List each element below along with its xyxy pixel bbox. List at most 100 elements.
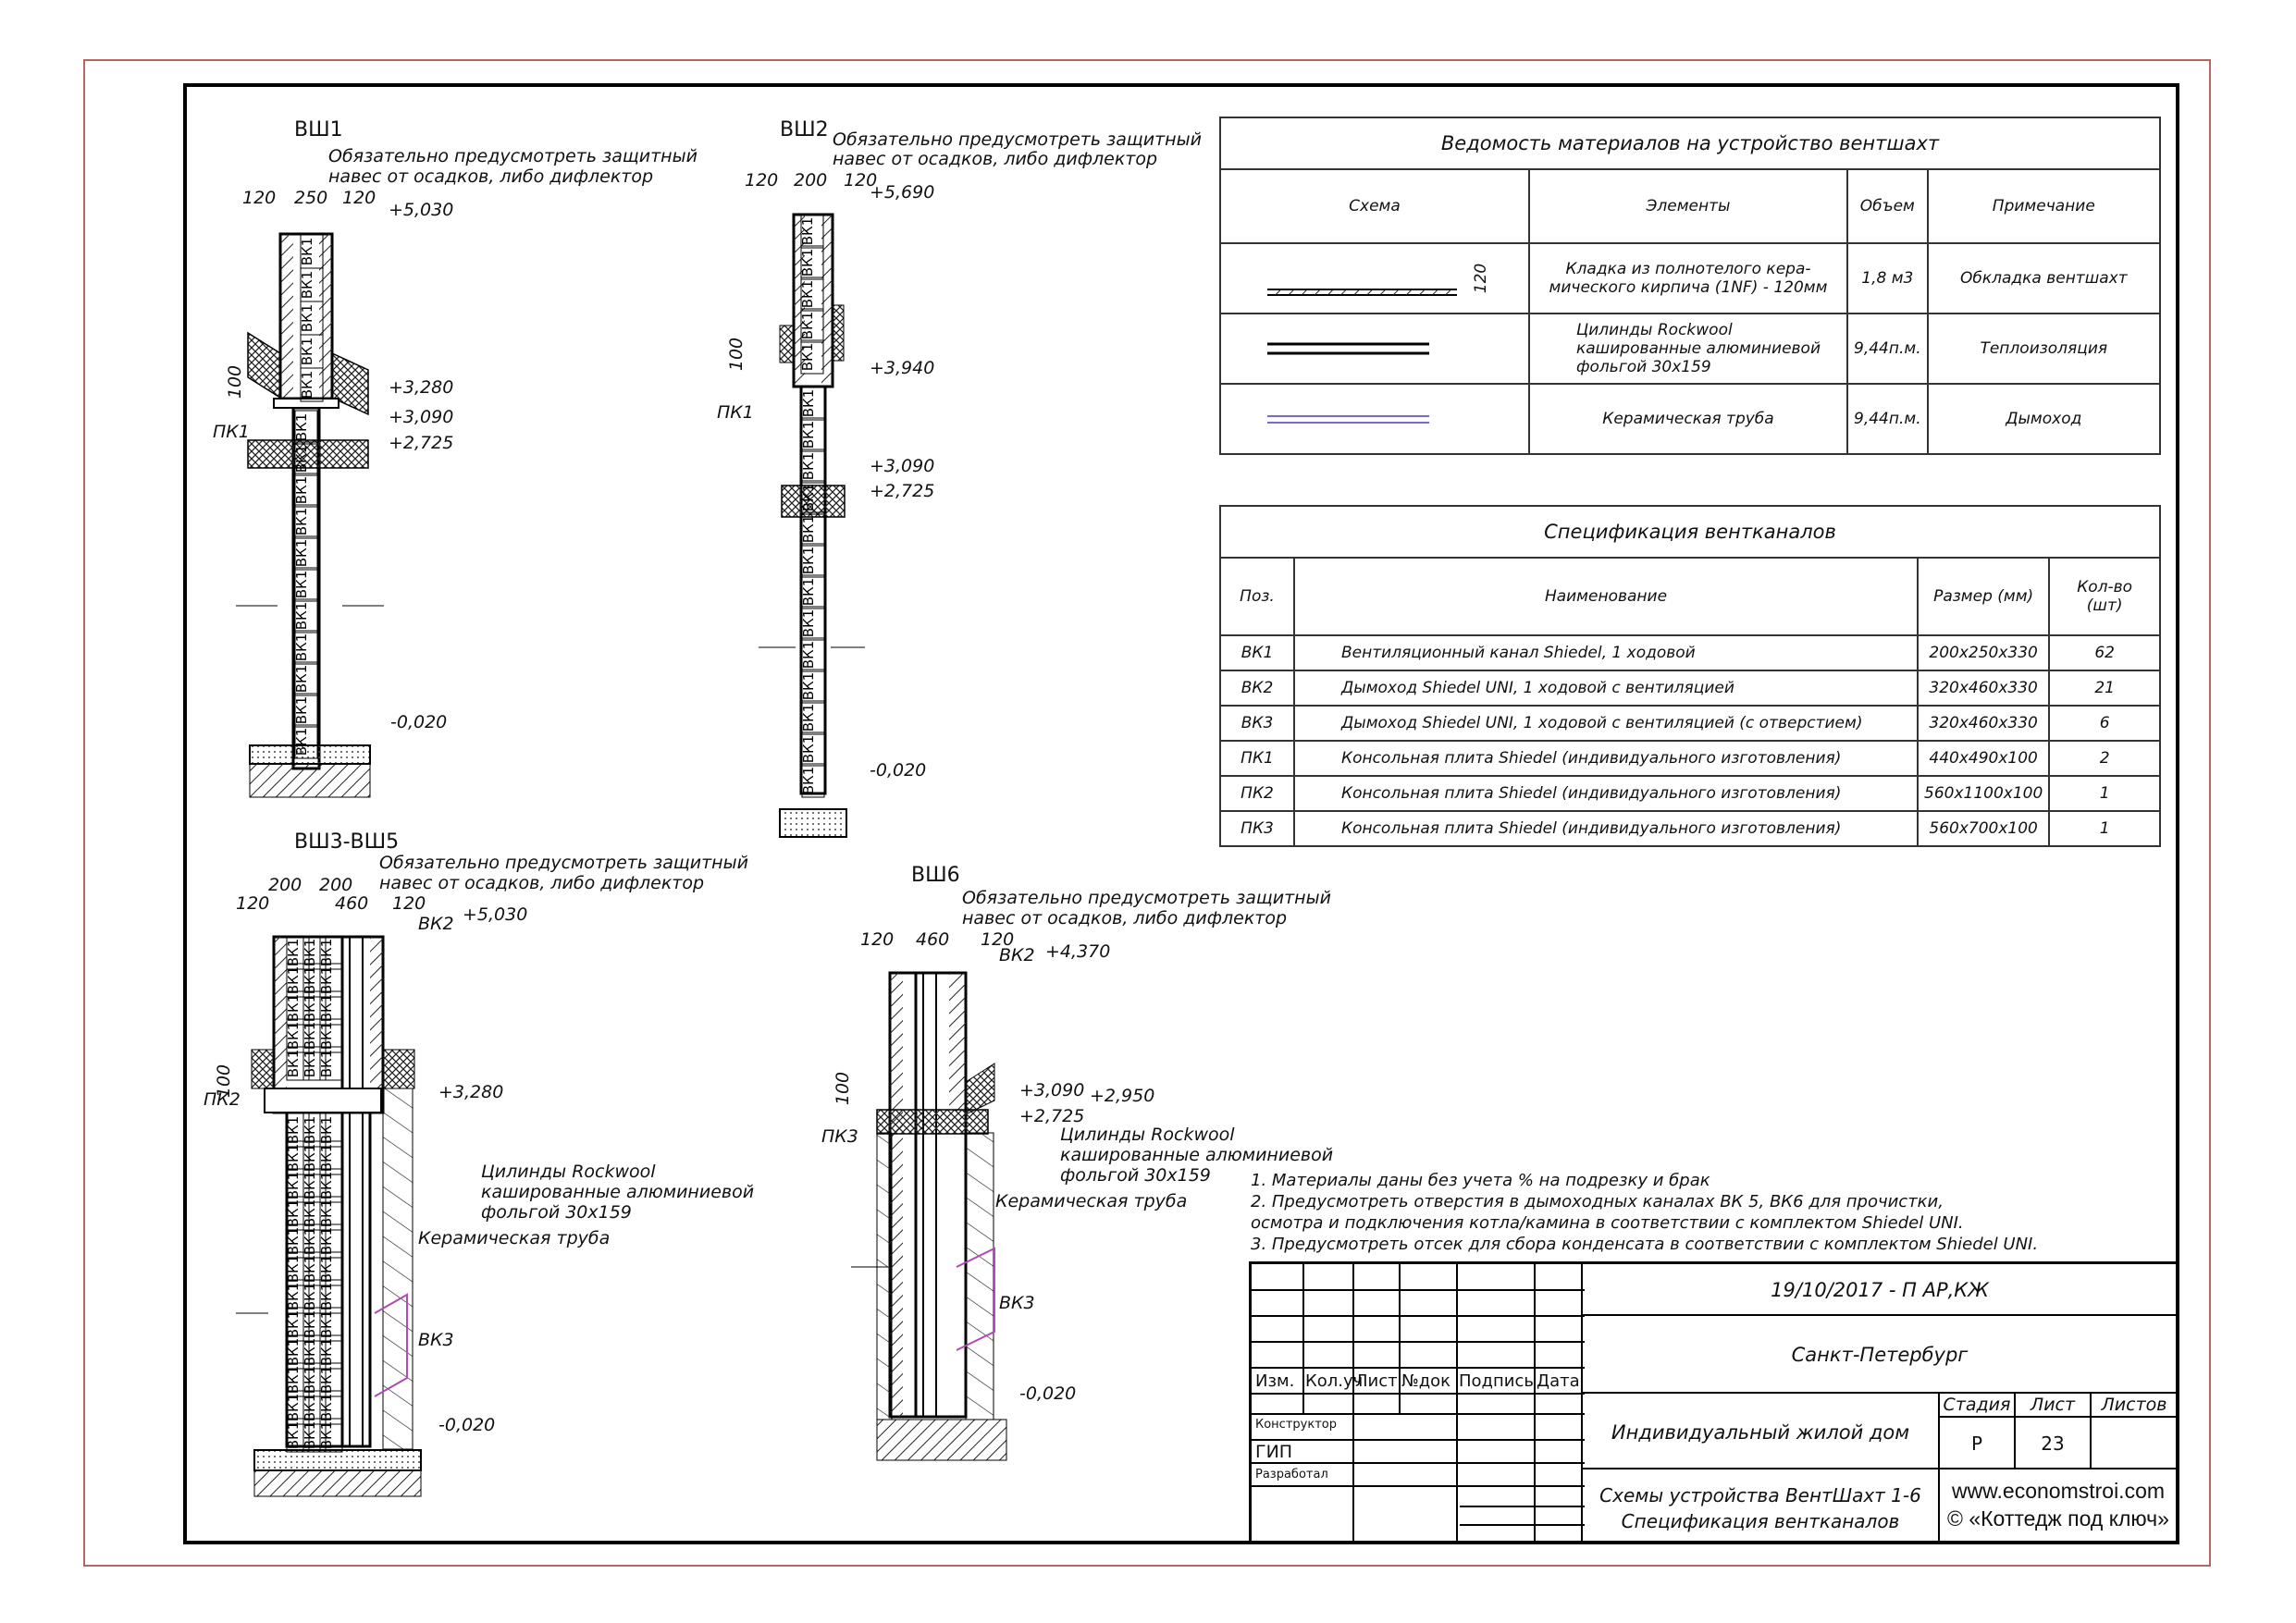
vsh35-title: ВШ3-ВШ5 [294,830,400,854]
materials-row-0-scheme: 120 [1219,242,1530,314]
vsh1-level-0: +5,030 [389,200,454,220]
vsh35-lower-2-brick-label-2: ВК1 [318,1172,335,1199]
stamp-code: 19/10/2017 - П АР,КЖ [1771,1279,1989,1301]
vsh35-upper-2-brick-cell [319,963,343,998]
vsh35-lower-2-brick-cell [319,1334,343,1370]
vsh35-lower-1-brick-label-10: ВК1 [302,1394,318,1421]
note-1: 1. Материалы даны без учета % на подрезк… [1251,1171,1710,1190]
vsh35-lower-2-brick-label-3: ВК1 [318,1199,335,1227]
stamp-sheet-label-cell: Лист [2016,1394,2092,1418]
materials-row-2-scheme [1219,383,1530,455]
vsh35-lower-1-brick-label-0: ВК1 [302,1116,318,1144]
vsh35-lower-2-brick-cell [319,1140,343,1175]
vsh35-drawing [236,935,422,1497]
vsh35-lower-0-brick-cell [286,1113,310,1148]
vsh2-lower-brick-label-6: ВК1 [800,578,817,606]
vsh35-upper-0-brick-label-0: ВК1 [285,939,302,966]
vsh1-lower-brick-label-9: ВК1 [293,696,310,724]
vsh35-lower-1-brick-cell [302,1390,327,1425]
vsh35-lower-2-brick-label-9: ВК1 [318,1366,335,1394]
vsh6-tag-vk2: ВК2 [999,945,1035,965]
vsh35-lower-0-brick-label-3: ВК1 [285,1199,302,1227]
spec-row-5-name: Консольная плита Shiedel (индивидуальног… [1293,810,1919,847]
vsh35-lower-2-brick-cell [319,1251,343,1286]
vsh1-lower-brick-cell [294,441,318,476]
vsh2-lower-brick-cell [801,637,825,672]
vsh35-lower-1-brick-cell [302,1251,327,1286]
vsh35-lower-0-brick-cell [286,1279,310,1314]
materials-table: Ведомость материалов на устройство вентш… [1219,117,2162,455]
vsh35-lower-0-brick-label-8: ВК1 [285,1338,302,1366]
vsh35-lower-1-brick-label-11: ВК1 [302,1421,318,1449]
vsh2-dim-1: 200 [794,170,828,191]
materials-row-0-elements: Кладка из полнотелого кера-мического кир… [1528,242,1848,314]
vsh1-upper-brick-label-3: ВК1 [299,338,315,365]
vsh1-dim-2: 120 [342,188,376,208]
vsh1-level-1: +3,280 [389,377,454,398]
vsh35-lower-2-brick-cell [319,1362,343,1397]
vsh6-note-1: Обязательно предусмотреть защитный [962,888,1331,908]
vsh2-upper-brick-cell [800,277,824,312]
vsh6-tag-pk3: ПК3 [821,1126,858,1147]
vsh2-note-1: Обязательно предусмотреть защитный [833,129,1202,150]
vsh1-level-3: +2,725 [389,433,454,453]
vsh2-lower-brick-label-0: ВК1 [800,389,817,417]
vsh35-lower-1-brick-label-1: ВК1 [302,1144,318,1172]
vsh35-tag-vk3: ВК3 [418,1330,454,1350]
spec-row-2-size: 320х460х330 [1916,705,2051,742]
vsh6-callout2: Керамическая труба [995,1191,1188,1211]
vsh6-callout1-line3: фольгой 30х159 [1060,1165,1211,1186]
materials-row-1-scheme [1219,313,1530,385]
spec-row-0-name: Вентиляционный канал Shiedel, 1 ходовой [1293,634,1919,671]
materials-row-1-el-1: Цилинды Rockwool [1576,321,1733,339]
vsh35-upper-1-brick-label-0: ВК1 [302,939,318,966]
vsh35-upper-2-brick-cell [319,990,343,1026]
vsh1-title: ВШ1 [294,118,343,141]
vsh35-lower-1-brick-cell [302,1362,327,1397]
vsh35-upper-1-brick-cell [302,963,327,998]
stamp-stage: Р [1970,1432,1983,1455]
vsh2-level-2: +3,090 [870,456,935,476]
vsh35-upper-2-brick-cell [319,1018,343,1053]
stamp-role-konstruktor: Конструктор [1255,1418,1337,1432]
vsh35-upper-0-brick-label-1: ВК1 [285,966,302,994]
vsh35-lower-2-brick-label-0: ВК1 [318,1116,335,1144]
vsh2-lower-brick-cell [801,669,825,704]
note-4: 3. Предусмотреть отсек для сбора конденс… [1251,1235,2039,1254]
vsh35-upper-2-brick-label-1: ВК1 [318,966,335,994]
spec-row-0-size: 200х250х330 [1916,634,2051,671]
vsh35-dim-3: 460 [335,893,369,914]
vsh2-upper-brick-cell [800,245,824,280]
vsh1-lower-brick-cell [294,630,318,665]
vsh35-lower-2-brick-label-8: ВК1 [318,1338,335,1366]
vsh35-lower-2-brick-cell [319,1307,343,1342]
stamp-col-ndok: №док [1401,1371,1451,1391]
vsh35-upper-0-brick-label-4: ВК1 [285,1050,302,1077]
stamp-sheet-cell: 23 [2016,1418,2092,1469]
vsh35-upper-0-brick-label-3: ВК1 [285,1022,302,1050]
vsh2-lower-brick-label-4: ВК1 [800,515,817,543]
spec-row-3-name: Консольная плита Shiedel (индивидуальног… [1293,740,1919,777]
spec-row-4-qty: 1 [2048,775,2161,812]
vsh35-lower-2-brick-cell [319,1223,343,1259]
vsh35-tag-pk2: ПК2 [204,1089,241,1110]
vsh2-level-3: +2,725 [870,481,935,501]
materials-row-2-volume: 9,44п.м. [1846,383,1929,455]
vsh35-lower-1-brick-cell [302,1279,327,1314]
title-block: Изм. Кол.уч Лист №док Подпись Дата Конст… [1249,1261,2179,1544]
vsh6-dim-2: 120 [981,929,1015,950]
vsh35-lower-2-brick-label-1: ВК1 [318,1144,335,1172]
vsh1-upper-brick-cell [300,367,324,402]
vsh2-lower-brick-cell [801,574,825,609]
vsh6-level-1: +3,090 [1019,1080,1085,1100]
vsh35-lower-0-brick-label-1: ВК1 [285,1144,302,1172]
vsh2-note-2: навес от осадков, либо дифлектор [833,149,1158,169]
spec-row-2-pos: ВК3 [1219,705,1295,742]
spec-header-size: Размер (мм) [1916,557,2051,636]
vsh35-lower-1-brick-label-4: ВК1 [302,1227,318,1255]
vsh35-lower-1-brick-cell [302,1140,327,1175]
vsh1-dim-0: 120 [242,188,277,208]
stamp-col-data: Дата [1537,1371,1580,1391]
vsh35-lower-1-brick-cell [302,1223,327,1259]
vsh1-upper-brick-label-4: ВК1 [299,371,315,399]
